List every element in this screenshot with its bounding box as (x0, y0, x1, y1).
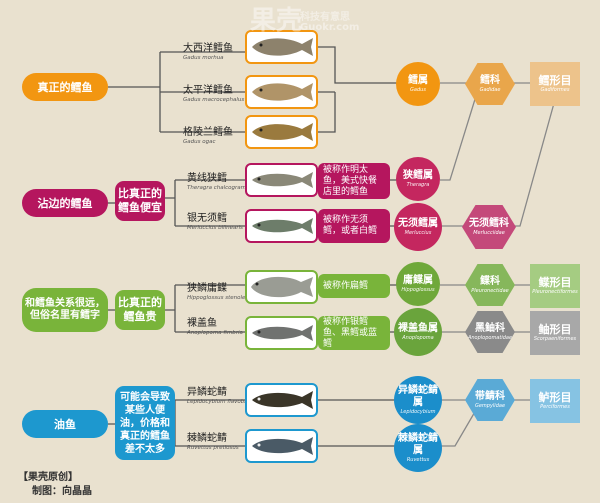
fish-image-pacific-halibut (245, 270, 318, 304)
fish-image-escolar (245, 383, 318, 417)
fish-image-pacific-cod (245, 75, 318, 109)
fish-image-sablefish (245, 316, 318, 350)
fish-image-oilfish (245, 429, 318, 463)
desc-silver-hake: 被称作无须鳕，或者白鳕 (318, 209, 390, 243)
category-far-relatives: 和鳕鱼关系很远，但俗名里有鳕字 (22, 288, 108, 332)
desc-pacific-halibut: 被称作扁鳕 (318, 274, 390, 298)
fish-image-silver-hake (245, 209, 318, 243)
desc-alaska-pollock: 被称作明太鱼，美式快餐店里的鳕鱼 (318, 163, 390, 199)
desc-sablefish: 被称作银鳕鱼、黑鳕或蓝鳕 (318, 316, 390, 350)
category-related-cod: 沾边的鳕鱼 (22, 189, 108, 217)
fish-image-alaska-pollock (245, 163, 318, 197)
category-true-cod: 真正的鳕鱼 (22, 73, 108, 101)
fish-image-greenland-cod (245, 115, 318, 149)
category-related-cod-note: 比真正的鳕鱼便宜 (115, 181, 165, 221)
category-oil-fish: 油鱼 (22, 410, 108, 438)
fish-image-atlantic-cod (245, 30, 318, 64)
category-oil-fish-note: 可能会导致某些人便油，价格和真正的鳕鱼差不太多 (115, 386, 175, 460)
credit-author: 制图：向晶晶 (32, 486, 92, 497)
credit-source: 【果壳原创】 (18, 472, 78, 483)
category-far-relatives-note: 比真正的鳕鱼贵 (115, 290, 165, 330)
